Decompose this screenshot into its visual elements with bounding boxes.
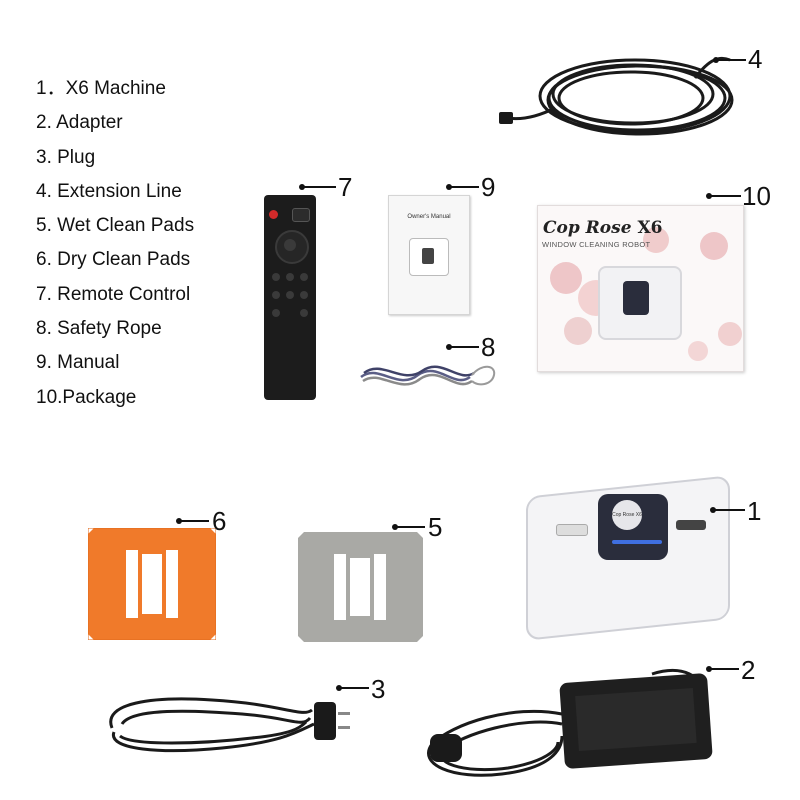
x6-machine-image: Cop Rose X6 [526,475,730,641]
list-item: 5. Wet Clean Pads [36,215,195,237]
manual-title: Owner's Manual [407,214,451,220]
package-brand: Cop Rose [543,218,632,238]
callout-6: 6 [212,506,227,536]
callout-1: 1 [747,496,762,526]
remote-control-image [264,195,316,400]
list-item: 7. Remote Control [36,283,191,305]
extension-line-image [499,56,734,136]
wet-clean-pad-image [298,532,423,642]
list-item: 8. Safety Rope [36,318,162,340]
list-item: 4. Extension Line [36,180,182,202]
dry-clean-pad-image [88,528,216,640]
callout-2: 2 [741,655,756,685]
callout-7: 7 [338,172,353,202]
parts-list: 1．X6 Machine 2. Adapter 3. Plug 4. Exten… [36,72,194,415]
list-item: 2. Adapter [36,112,123,134]
manual-image: Owner's Manual [388,195,470,315]
callout-3: 3 [371,674,386,704]
callout-4: 4 [748,44,763,74]
plug-cable-image [109,697,350,753]
list-item: 3. Plug [36,146,96,168]
package-model: X6 [637,218,663,238]
callout-8: 8 [481,332,496,362]
package-subtitle: WINDOW CLEANING ROBOT [542,240,651,249]
package-image: Cop Rose X6 WINDOW CLEANING ROBOT [537,205,744,372]
list-item: 1．X6 Machine [36,78,166,99]
callout-5: 5 [428,512,443,542]
list-item: 6. Dry Clean Pads [36,249,191,271]
list-item: 10.Package [36,386,137,408]
list-item: 9. Manual [36,352,120,374]
safety-rope-image [360,365,496,386]
adapter-image [427,668,713,777]
machine-badge: Cop Rose X6 [612,500,642,530]
callout-9: 9 [481,172,496,202]
callout-10: 10 [742,181,771,211]
